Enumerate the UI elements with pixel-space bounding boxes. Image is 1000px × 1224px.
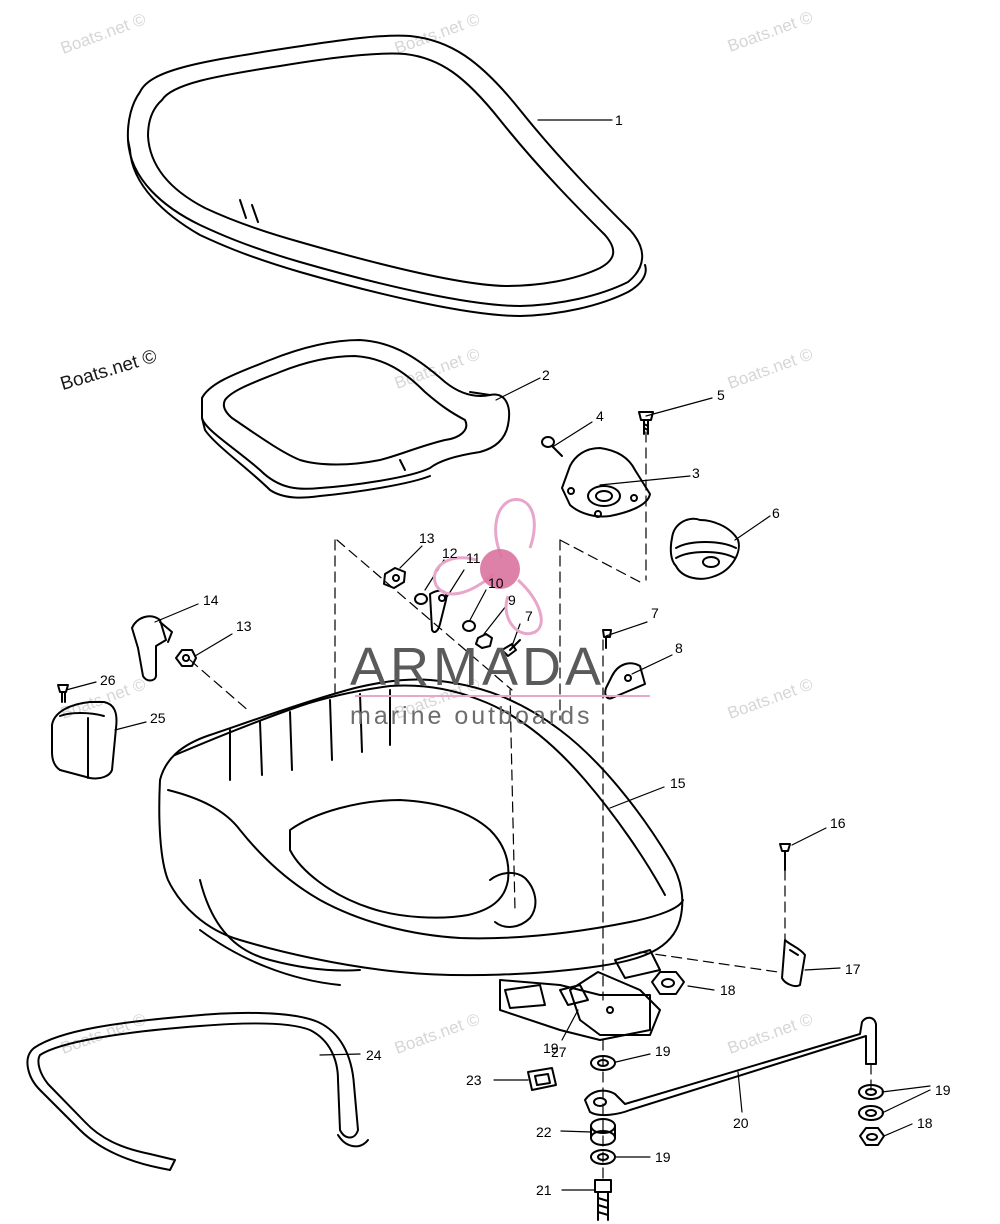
callout: 26 bbox=[100, 672, 116, 688]
callout: 7 bbox=[525, 608, 533, 624]
callout: 19 bbox=[543, 1040, 559, 1056]
callout: 17 bbox=[845, 961, 861, 977]
callout: 4 bbox=[596, 408, 604, 424]
callout: 2 bbox=[542, 367, 550, 383]
callout: 13 bbox=[236, 618, 252, 634]
callout: 5 bbox=[717, 387, 725, 403]
callout: 24 bbox=[366, 1047, 382, 1063]
callout: 11 bbox=[466, 550, 481, 566]
callout: 16 bbox=[830, 815, 846, 831]
callout: 22 bbox=[536, 1124, 552, 1140]
callout: 19 bbox=[935, 1082, 951, 1098]
clip bbox=[527, 1067, 557, 1091]
tube bbox=[26, 1011, 369, 1171]
grommet bbox=[669, 517, 740, 580]
callout: 1 bbox=[615, 112, 623, 128]
link-rod bbox=[584, 1016, 877, 1117]
callout: 18 bbox=[720, 982, 736, 998]
callout: 12 bbox=[442, 545, 458, 561]
callout: 7 bbox=[651, 605, 659, 621]
callout: 8 bbox=[675, 640, 683, 656]
logo-name: ARMADA bbox=[350, 637, 606, 697]
cover-block bbox=[51, 701, 118, 780]
small-bracket bbox=[604, 662, 646, 700]
callout: 15 bbox=[670, 775, 686, 791]
callout: 14 bbox=[203, 592, 219, 608]
callout: 25 bbox=[150, 710, 166, 726]
right-washers bbox=[858, 1084, 885, 1146]
cover-seal-ring bbox=[126, 34, 647, 317]
armada-logo-mark bbox=[355, 498, 650, 697]
lock-nut bbox=[651, 971, 685, 995]
nut bbox=[175, 649, 197, 667]
callout: 20 bbox=[733, 1115, 749, 1131]
callout: 13 bbox=[419, 530, 435, 546]
callout: 9 bbox=[508, 592, 516, 608]
inner-frame bbox=[201, 339, 510, 499]
logo-subtitle: marine outboards bbox=[350, 702, 593, 730]
mount-plate bbox=[569, 971, 661, 1036]
rivet bbox=[541, 436, 563, 457]
callout: 23 bbox=[466, 1072, 482, 1088]
washer-stack bbox=[590, 1055, 616, 1221]
lever bbox=[131, 615, 173, 682]
pin-and-latch bbox=[779, 843, 806, 988]
screw-7 bbox=[602, 629, 612, 649]
screw bbox=[57, 684, 69, 703]
lower-cowl bbox=[158, 678, 684, 1041]
callout: 18 bbox=[917, 1115, 933, 1131]
callout: 19 bbox=[655, 1043, 671, 1059]
callout: 27 bbox=[551, 1044, 567, 1060]
callout: 6 bbox=[772, 505, 780, 521]
bolt bbox=[638, 411, 654, 435]
callout: 3 bbox=[692, 465, 700, 481]
callout: 21 bbox=[536, 1182, 552, 1198]
bracket-plate bbox=[561, 447, 651, 518]
callout: 19 bbox=[655, 1149, 671, 1165]
callout: 10 bbox=[488, 575, 504, 591]
